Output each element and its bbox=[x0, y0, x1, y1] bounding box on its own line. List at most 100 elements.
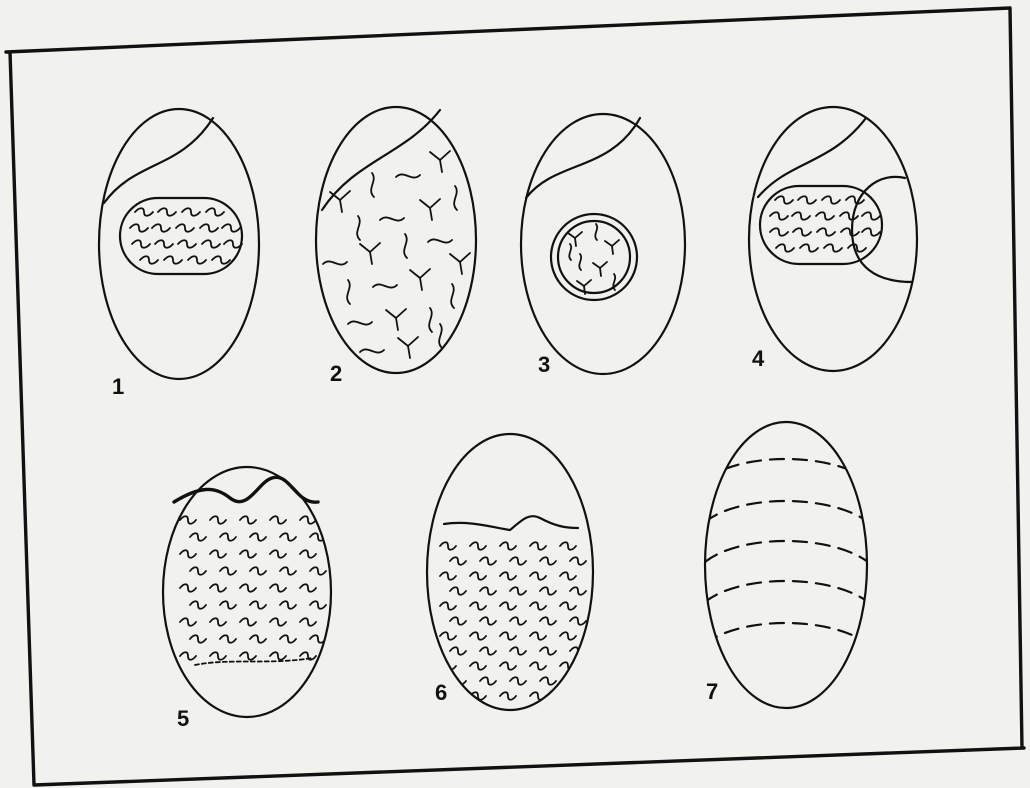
wave-mark bbox=[210, 584, 226, 592]
wave-mark bbox=[220, 635, 236, 643]
thread-mark bbox=[450, 253, 470, 274]
wave-mark bbox=[500, 572, 516, 580]
wave-mark bbox=[540, 647, 556, 655]
wave-mark bbox=[500, 632, 516, 640]
wave-mark bbox=[190, 567, 206, 575]
panel-5: 5 bbox=[163, 467, 331, 731]
dashed-band bbox=[705, 541, 868, 562]
thread-mark bbox=[595, 224, 597, 240]
wave-mark bbox=[202, 240, 220, 248]
wave-mark bbox=[135, 208, 153, 216]
panel-3-oval bbox=[521, 114, 685, 374]
wave-mark bbox=[190, 533, 206, 541]
wave-mark bbox=[300, 618, 316, 626]
panel-2-cap-curve bbox=[322, 110, 440, 210]
panel-6: 6 bbox=[427, 434, 593, 710]
wave-mark bbox=[540, 557, 556, 565]
wave-mark bbox=[480, 587, 496, 595]
wave-mark bbox=[132, 240, 150, 248]
wave-mark bbox=[220, 601, 236, 609]
wave-mark bbox=[440, 542, 456, 550]
wave-mark bbox=[470, 542, 486, 550]
wave-mark bbox=[188, 256, 206, 264]
wave-mark bbox=[510, 677, 526, 685]
wave-mark bbox=[440, 602, 456, 610]
wave-mark bbox=[300, 584, 316, 592]
wave-mark bbox=[470, 602, 486, 610]
thread-mark bbox=[380, 217, 404, 220]
thread-mark bbox=[579, 254, 581, 270]
wave-mark bbox=[770, 228, 788, 236]
wave-mark bbox=[440, 632, 456, 640]
thread-mark bbox=[404, 234, 407, 258]
panel-7: 7 bbox=[705, 422, 868, 708]
wave-mark bbox=[240, 550, 256, 558]
wave-mark bbox=[310, 635, 326, 643]
panel-2-label: 2 bbox=[330, 361, 342, 386]
thread-mark bbox=[330, 191, 350, 212]
wave-mark bbox=[190, 635, 206, 643]
thread-mark bbox=[348, 321, 372, 324]
panel-4-oval bbox=[749, 107, 917, 371]
wave-mark bbox=[210, 516, 226, 524]
wave-mark bbox=[848, 244, 866, 252]
thread-mark bbox=[371, 173, 374, 197]
wave-mark bbox=[500, 602, 516, 610]
wave-mark bbox=[800, 244, 818, 252]
wave-mark bbox=[798, 196, 816, 204]
thread-mark bbox=[429, 308, 432, 332]
wave-mark bbox=[180, 516, 196, 524]
wave-mark bbox=[310, 567, 326, 575]
wave-mark bbox=[450, 617, 466, 625]
wave-mark bbox=[817, 228, 835, 236]
wave-mark bbox=[270, 516, 286, 524]
wave-mark bbox=[500, 692, 516, 700]
wave-mark bbox=[270, 618, 286, 626]
wave-mark bbox=[182, 208, 200, 216]
panel-4: 4 bbox=[749, 107, 917, 371]
wave-mark bbox=[776, 244, 794, 252]
panel-5-oval bbox=[163, 467, 331, 717]
wave-mark bbox=[270, 550, 286, 558]
wave-mark bbox=[560, 632, 576, 640]
wave-mark bbox=[180, 618, 196, 626]
wave-mark bbox=[240, 516, 256, 524]
panel-6-cap-boundary bbox=[444, 516, 578, 530]
wave-mark bbox=[180, 652, 196, 660]
wave-mark bbox=[210, 618, 226, 626]
wave-mark bbox=[792, 212, 810, 220]
wave-mark bbox=[158, 208, 176, 216]
wave-mark bbox=[840, 212, 858, 220]
wave-mark bbox=[210, 550, 226, 558]
thread-mark bbox=[428, 239, 452, 242]
thread-mark bbox=[569, 244, 571, 260]
wave-mark bbox=[300, 550, 316, 558]
wave-mark bbox=[224, 240, 242, 248]
wave-mark bbox=[450, 647, 466, 655]
thread-mark bbox=[605, 240, 619, 254]
wave-mark bbox=[180, 584, 196, 592]
panel-3-core-texture bbox=[568, 224, 619, 294]
wave-mark bbox=[530, 572, 546, 580]
wave-mark bbox=[816, 212, 834, 220]
wave-mark bbox=[250, 601, 266, 609]
dashed-band bbox=[705, 581, 868, 602]
wave-mark bbox=[155, 240, 173, 248]
wave-mark bbox=[530, 602, 546, 610]
panel-1-cap-curve bbox=[104, 118, 213, 203]
wave-mark bbox=[770, 212, 788, 220]
thread-mark bbox=[386, 309, 406, 330]
wave-mark bbox=[220, 567, 236, 575]
wave-mark bbox=[470, 632, 486, 640]
thread-mark bbox=[396, 174, 420, 177]
wave-mark bbox=[130, 224, 148, 232]
panel-5-wavy-boundary bbox=[174, 477, 318, 502]
panel-1: 1 bbox=[99, 109, 259, 399]
wave-mark bbox=[178, 240, 196, 248]
wave-mark bbox=[560, 572, 576, 580]
wave-mark bbox=[500, 542, 516, 550]
thread-mark bbox=[439, 324, 442, 348]
thread-mark bbox=[347, 280, 350, 304]
wave-mark bbox=[480, 617, 496, 625]
